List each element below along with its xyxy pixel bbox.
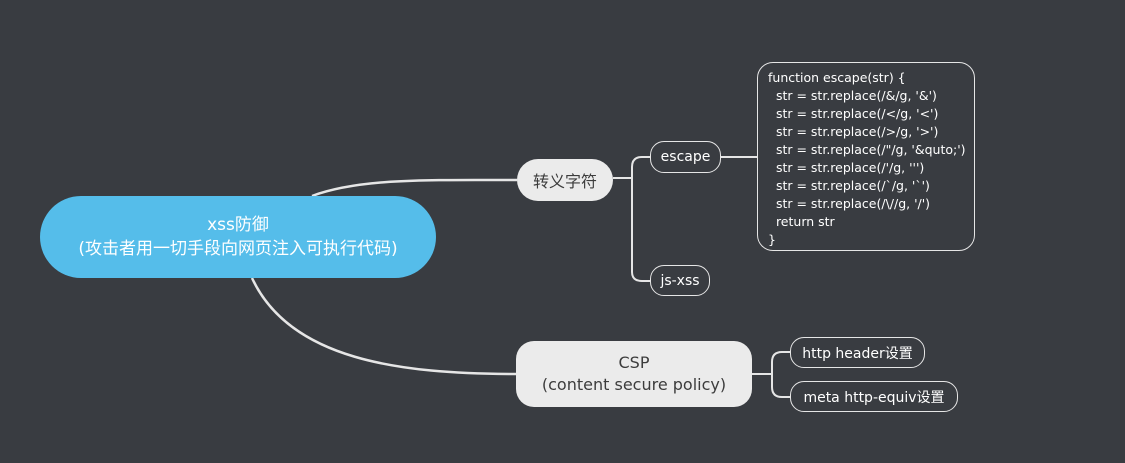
code-line: str = str.replace(/'/g, ''') bbox=[768, 160, 925, 175]
escape-code-node[interactable]: function escape(str) { str = str.replace… bbox=[757, 62, 975, 251]
leaf-js-xss-label: js-xss bbox=[660, 272, 700, 289]
leaf-http-header[interactable]: http header设置 bbox=[790, 337, 925, 368]
code-line: function escape(str) { bbox=[768, 70, 906, 85]
code-line: str = str.replace(/"/g, '&quto;') bbox=[768, 142, 966, 157]
branch-escape-characters[interactable]: 转义字符 bbox=[517, 159, 613, 201]
connector-root-csp bbox=[250, 277, 517, 376]
leaf-meta-http-equiv-label: meta http-equiv设置 bbox=[803, 389, 945, 406]
leaf-escape[interactable]: escape bbox=[650, 141, 721, 173]
branch-csp-title: CSP bbox=[618, 353, 650, 372]
connector-csp-children bbox=[752, 351, 790, 398]
code-line: str = str.replace(/\//g, '/') bbox=[768, 196, 931, 211]
branch-csp-subtitle: (content secure policy) bbox=[541, 375, 727, 394]
code-line: str = str.replace(/&/g, '&') bbox=[768, 88, 937, 103]
connector-escape-group-children bbox=[613, 156, 650, 282]
leaf-meta-http-equiv[interactable]: meta http-equiv设置 bbox=[790, 381, 958, 412]
code-line: str = str.replace(/>/g, '>') bbox=[768, 124, 939, 139]
leaf-http-header-label: http header设置 bbox=[802, 345, 913, 362]
root-node-xss-defense[interactable]: xss防御 (攻击者用一切手段向网页注入可执行代码) bbox=[40, 196, 436, 278]
root-title: xss防御 bbox=[207, 215, 269, 235]
branch-csp[interactable]: CSP (content secure policy) bbox=[516, 341, 752, 407]
root-subtitle: (攻击者用一切手段向网页注入可执行代码) bbox=[78, 239, 398, 259]
code-line: str = str.replace(/</g, '<') bbox=[768, 106, 939, 121]
code-line: } bbox=[768, 232, 776, 247]
branch-escape-characters-label: 转义字符 bbox=[532, 172, 597, 191]
code-line: return str bbox=[768, 214, 835, 229]
leaf-escape-label: escape bbox=[660, 149, 711, 165]
code-line: str = str.replace(/`/g, '`') bbox=[768, 178, 930, 193]
leaf-js-xss[interactable]: js-xss bbox=[650, 265, 710, 296]
connector-root-escape-group bbox=[311, 178, 518, 198]
